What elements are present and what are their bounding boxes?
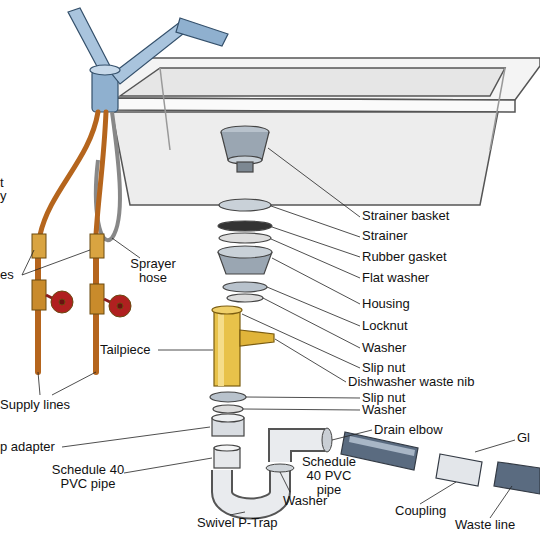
part-label: Waste line	[455, 518, 515, 532]
part-label: Schedule 40 PVC pipe	[44, 463, 132, 491]
part-label: t	[0, 176, 4, 190]
part-label: Schedule 40 PVC pipe	[296, 455, 362, 497]
p-trap	[222, 470, 280, 509]
part-label: Tailpiece	[100, 343, 151, 357]
part-label: Locknut	[362, 319, 408, 333]
faucet	[68, 8, 228, 112]
tailpiece	[212, 306, 274, 386]
waste-pipes	[341, 432, 540, 494]
strainer-assembly	[218, 126, 272, 302]
part-label: es	[0, 268, 14, 282]
part-label: Coupling	[395, 504, 446, 518]
part-label: Supply lines	[0, 398, 70, 412]
sink-basin	[95, 58, 540, 205]
part-label: Strainer basket	[362, 209, 449, 223]
part-label: Drain elbow	[374, 423, 443, 437]
part-label: Sprayer hose	[122, 257, 184, 285]
part-label: Slip nut	[362, 361, 405, 375]
part-label: Dishwasher waste nib	[348, 375, 474, 389]
part-label: Gl	[517, 431, 530, 445]
leader-lines	[22, 148, 515, 518]
elbow-end	[322, 428, 332, 452]
part-label: Flat washer	[362, 271, 429, 285]
part-label: Rubber gasket	[362, 250, 447, 264]
part-label: Swivel P-Trap	[197, 516, 277, 530]
part-label: Strainer	[362, 229, 408, 243]
p-trap-body	[222, 470, 280, 509]
sprayer-hose	[96, 112, 120, 240]
part-label: y	[0, 189, 7, 203]
trap-fittings	[210, 392, 246, 468]
trap-washer	[266, 464, 294, 472]
supply-lines	[38, 112, 106, 372]
part-label: Washer	[362, 341, 406, 355]
part-label: p adapter	[0, 440, 55, 454]
part-label: Washer	[283, 494, 327, 508]
shutoff-valves	[32, 234, 131, 317]
part-label: Housing	[362, 297, 410, 311]
part-label: Washer	[362, 403, 406, 417]
